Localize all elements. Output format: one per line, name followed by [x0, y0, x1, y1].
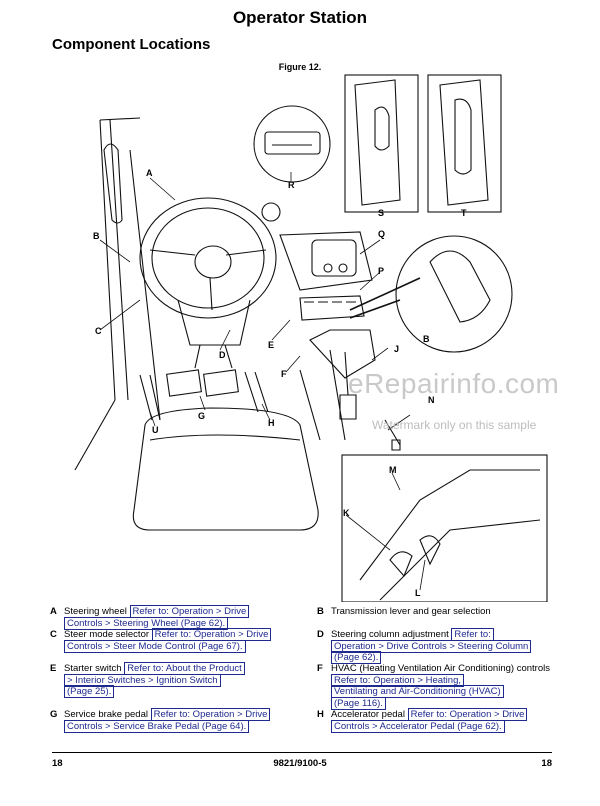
legend-text: Steering column adjustment — [331, 629, 449, 640]
reference-link[interactable]: Controls > Accelerator Pedal (Page 62). — [331, 719, 505, 733]
legend-letter: H — [317, 709, 324, 720]
reference-link[interactable]: (Page 116). — [331, 696, 386, 710]
reference-link[interactable]: Controls > Steer Mode Control (Page 67). — [64, 639, 246, 653]
reference-link[interactable]: Controls > Steering Wheel (Page 62). — [64, 616, 229, 630]
watermark-subtext: Watermark only on this sample — [372, 418, 537, 432]
legend-letter: C — [50, 629, 57, 640]
legend-text: Starter switch — [64, 663, 122, 674]
callout-label: H — [268, 418, 275, 428]
legend-text: HVAC (Heating Ventilation Air Conditioni… — [331, 663, 550, 674]
legend-item-c: C Steer mode selector Refer to: Operatio… — [50, 628, 286, 653]
callout-label: D — [219, 350, 226, 360]
legend-item-h: H Accelerator pedal Refer to: Operation … — [317, 708, 553, 733]
page-number-right: 18 — [541, 758, 552, 769]
legend-item-d: D Steering column adjustment Refer to: O… — [317, 628, 553, 664]
callout-label: J — [394, 344, 399, 354]
reference-link[interactable]: Refer to: Operation > Drive — [151, 628, 272, 641]
operator-station-illustration: A B C D E F G H J K L M N P Q R S T U B — [74, 74, 548, 602]
legend-text: Steer mode selector — [64, 629, 150, 640]
callout-label: N — [428, 395, 435, 405]
callout-label: S — [378, 208, 384, 218]
callout-label: Q — [378, 229, 385, 239]
legend-item-b: B Transmission lever and gear selection — [317, 606, 553, 618]
page-title: Operator Station — [232, 8, 368, 27]
section-heading: Component Locations — [52, 36, 211, 53]
legend-item-e: E Starter switch Refer to: About the Pro… — [50, 662, 286, 698]
document-number: 9821/9100-5 — [273, 758, 327, 769]
reference-link[interactable]: Ventilating and Air-Conditioning (HVAC) — [331, 685, 504, 698]
legend-item-f: F HVAC (Heating Ventilation Air Conditio… — [317, 663, 553, 710]
legend-item-a: A Steering wheel Refer to: Operation > D… — [50, 605, 286, 630]
reference-link[interactable]: Refer to: Operation > Drive — [129, 605, 250, 618]
callout-label: L — [415, 588, 421, 598]
reference-link[interactable]: Refer to: Operation > Drive — [150, 708, 271, 721]
callout-label: K — [343, 508, 350, 518]
legend-letter: E — [50, 663, 57, 674]
callout-label: P — [378, 266, 384, 276]
callout-label: B — [423, 334, 430, 344]
legend-text: Accelerator pedal — [331, 709, 405, 720]
reference-link[interactable]: Refer to: Operation > Heating, — [331, 673, 465, 687]
page-number-left: 18 — [52, 758, 63, 769]
callout-label: G — [198, 411, 205, 421]
figure-caption: Figure 12. — [278, 62, 322, 72]
reference-link[interactable]: > Interior Switches > Ignition Switch — [64, 673, 221, 687]
callout-label: R — [288, 180, 295, 190]
reference-link[interactable]: Refer to: — [451, 628, 494, 641]
callout-label: T — [461, 208, 467, 218]
reference-link[interactable]: Refer to: About the Product — [124, 662, 245, 675]
reference-link[interactable]: Controls > Service Brake Pedal (Page 64)… — [64, 719, 250, 733]
watermark-text: eRepairinfo.com — [348, 368, 560, 399]
legend-letter: A — [50, 606, 57, 617]
legend-text: Steering wheel — [64, 606, 127, 617]
legend-text: Service brake pedal — [64, 709, 148, 720]
reference-link[interactable]: Refer to: Operation > Drive — [407, 708, 528, 721]
callout-label: U — [152, 425, 159, 435]
callout-label: C — [95, 326, 102, 336]
callout-label: M — [389, 465, 397, 475]
legend-letter: D — [317, 629, 324, 640]
legend-text: Transmission lever and gear selection — [331, 606, 491, 617]
legend-letter: F — [317, 663, 323, 674]
callout-label: F — [281, 369, 287, 379]
callout-label: A — [146, 168, 153, 178]
reference-link[interactable]: (Page 25). — [64, 685, 115, 698]
legend-letter: G — [50, 709, 58, 720]
callout-label: B — [93, 231, 100, 241]
legend-item-g: G Service brake pedal Refer to: Operatio… — [50, 708, 286, 733]
footer-divider — [52, 752, 552, 753]
reference-link[interactable]: Operation > Drive Controls > Steering Co… — [331, 639, 532, 653]
callout-label: E — [268, 340, 274, 350]
legend-letter: B — [317, 606, 324, 617]
reference-link[interactable]: (Page 62). — [331, 651, 382, 664]
